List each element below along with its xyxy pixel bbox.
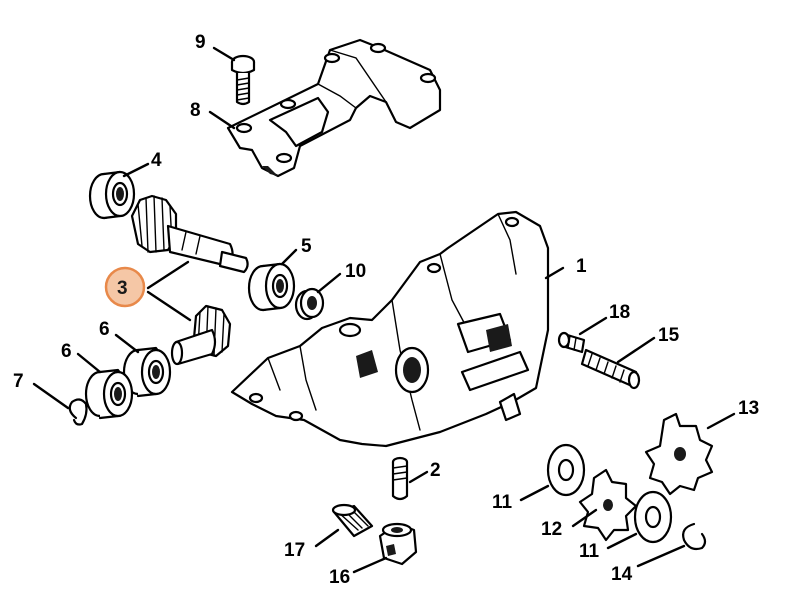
callout-1[interactable]: 1 <box>576 256 587 277</box>
part-6-ball-bearing-lower[interactable] <box>84 368 134 420</box>
part-16-nut[interactable] <box>378 522 418 566</box>
part-14-circlip[interactable] <box>682 522 707 551</box>
callout-6-lower[interactable]: 6 <box>61 341 72 362</box>
part-18-screw-plug[interactable] <box>557 331 586 354</box>
callout-2[interactable]: 2 <box>430 460 441 481</box>
callout-8[interactable]: 8 <box>190 100 201 121</box>
callout-11-lower[interactable]: 11 <box>579 541 600 562</box>
part-11-washer-upper[interactable] <box>546 443 586 497</box>
callout-4[interactable]: 4 <box>151 150 162 171</box>
callout-labels: 1 2 3 4 5 6 6 7 8 9 10 11 11 12 13 14 15… <box>13 32 759 588</box>
part-1-gear-housing[interactable] <box>230 210 550 448</box>
part-3-bevel-gear-upper[interactable] <box>130 194 249 274</box>
part-12-spur-sprocket[interactable] <box>578 468 638 542</box>
part-7-circlip[interactable] <box>68 398 88 426</box>
part-10-ring[interactable] <box>294 287 325 321</box>
leader-lines <box>32 46 736 574</box>
callout-13[interactable]: 13 <box>738 398 759 419</box>
callout-10[interactable]: 10 <box>345 261 366 282</box>
callout-18[interactable]: 18 <box>609 302 630 323</box>
callout-9[interactable]: 9 <box>195 32 206 53</box>
part-6-ball-bearing-upper[interactable] <box>122 346 172 398</box>
part-3-bevel-gear-lower[interactable] <box>170 304 232 366</box>
part-8-bearing-cap[interactable] <box>226 38 442 178</box>
callout-14[interactable]: 14 <box>611 564 633 585</box>
callout-3-highlight[interactable]: 3 <box>104 266 146 308</box>
part-17-threaded-sleeve[interactable] <box>331 503 374 538</box>
part-4-ball-bearing[interactable] <box>88 170 136 220</box>
callout-7[interactable]: 7 <box>13 371 24 392</box>
callout-16[interactable]: 16 <box>329 567 350 588</box>
callout-5[interactable]: 5 <box>301 236 312 257</box>
part-15-stud[interactable] <box>580 348 641 390</box>
part-11-washer-lower[interactable] <box>633 490 673 544</box>
part-5-ball-bearing[interactable] <box>247 262 296 312</box>
callout-11-upper[interactable]: 11 <box>492 492 513 513</box>
highlight-ring <box>104 266 146 308</box>
callout-12[interactable]: 12 <box>541 519 562 540</box>
part-13-sprocket[interactable] <box>644 412 714 496</box>
part-2-pin[interactable] <box>391 456 409 501</box>
callout-17[interactable]: 17 <box>284 540 305 561</box>
callout-6-upper[interactable]: 6 <box>99 319 110 340</box>
callout-3[interactable]: 3 <box>117 278 128 299</box>
part-9-screw[interactable] <box>230 54 256 106</box>
callout-15[interactable]: 15 <box>658 325 680 346</box>
